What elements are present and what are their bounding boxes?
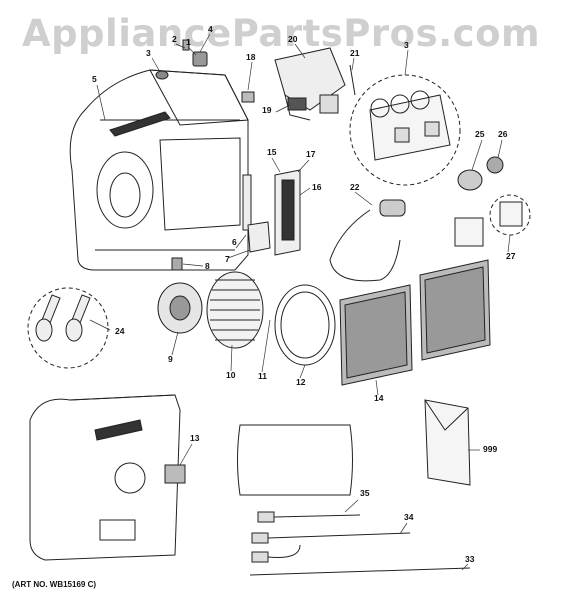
label-1: 1 [186, 37, 191, 47]
label-7: 7 [225, 254, 230, 264]
label-6: 6 [232, 237, 237, 247]
label-22: 22 [350, 182, 360, 192]
switch-parts [155, 39, 208, 80]
label-34: 34 [404, 512, 414, 522]
label-3b: 3 [404, 40, 409, 50]
wire-harness-part-22 [329, 199, 406, 282]
blower-wheel-part-10 [206, 271, 264, 349]
label-25: 25 [475, 129, 485, 139]
label-33: 33 [465, 554, 475, 564]
label-17: 17 [306, 149, 316, 159]
light-housing-part-3 [349, 74, 461, 186]
duct-tape-part [237, 424, 353, 496]
label-19: 19 [262, 105, 272, 115]
label-5: 5 [92, 74, 97, 84]
grease-filter-part-14 [339, 259, 491, 386]
switch-panel-part-16 [274, 169, 301, 256]
brackets-6-7-8 [171, 174, 271, 271]
label-21: 21 [350, 48, 360, 58]
label-24: 24 [115, 326, 125, 336]
lens-part-27 [454, 194, 531, 247]
label-11: 11 [258, 371, 267, 381]
power-cords-33-34-35 [249, 511, 471, 576]
label-14: 14 [374, 393, 384, 403]
label-26: 26 [498, 129, 508, 139]
label-16: 16 [312, 182, 322, 192]
label-18: 18 [246, 52, 256, 62]
light-bulbs-part-24 [27, 287, 109, 369]
lamp-socket-part-25 [457, 156, 504, 191]
motor-part-9 [157, 282, 203, 334]
label-9: 9 [168, 354, 173, 364]
label-10: 10 [226, 370, 236, 380]
label-12: 12 [296, 377, 306, 387]
art-number-caption: (ART NO. WB15169 C) [12, 580, 97, 589]
label-27: 27 [506, 251, 516, 261]
manual-part-999 [424, 399, 471, 486]
hood-rear-view [29, 394, 186, 561]
clip-part-18 [241, 91, 255, 103]
ring-part-12 [274, 284, 336, 366]
label-35: 35 [360, 488, 370, 498]
damper-part-20 [274, 47, 346, 121]
hood-body [69, 69, 249, 271]
label-8: 8 [205, 261, 210, 271]
part-21 [349, 64, 356, 96]
label-999: 999 [483, 444, 497, 454]
label-20: 20 [288, 34, 298, 44]
label-4: 4 [208, 24, 213, 34]
leader-lines [89, 33, 511, 571]
label-3: 3 [146, 48, 151, 58]
label-15: 15 [267, 147, 277, 157]
label-13: 13 [190, 433, 200, 443]
label-2: 2 [172, 34, 177, 44]
part-labels: 1 2 3 4 5 6 7 8 9 10 11 12 13 14 15 16 1… [92, 24, 516, 564]
